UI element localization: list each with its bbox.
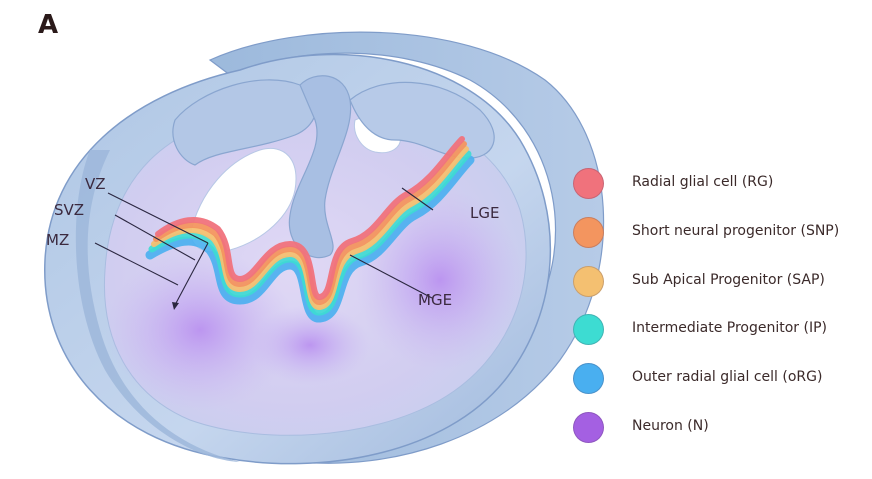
label-mge: MGE [418, 291, 452, 309]
label-lge: LGE [470, 204, 499, 222]
legend-dot-rg [573, 168, 604, 199]
legend-label-neuron: Neuron (N) [632, 418, 709, 434]
legend-dot-neuron [573, 412, 604, 443]
legend-dot-sap [573, 266, 604, 297]
label-svz: SVZ [54, 201, 84, 219]
legend-dot-ip [573, 314, 604, 345]
legend-label-sap: Sub Apical Progenitor (SAP) [632, 272, 825, 288]
legend-item-rg: Radial glial cell (RG) [573, 168, 863, 217]
legend-label-org: Outer radial glial cell (oRG) [632, 369, 822, 385]
legend-label-ip: Intermediate Progenitor (IP) [632, 320, 827, 336]
label-mz: MZ [46, 231, 69, 249]
legend-item-neuron: Neuron (N) [573, 412, 863, 461]
legend-dot-org [573, 363, 604, 394]
legend-item-ip: Intermediate Progenitor (IP) [573, 314, 863, 363]
legend: Radial glial cell (RG) Short neural prog… [573, 168, 863, 461]
legend-label-snp: Short neural progenitor (SNP) [632, 223, 839, 239]
legend-label-rg: Radial glial cell (RG) [632, 174, 773, 190]
legend-dot-snp [573, 217, 604, 248]
legend-item-snp: Short neural progenitor (SNP) [573, 217, 863, 266]
label-vz: VZ [85, 175, 106, 193]
legend-item-sap: Sub Apical Progenitor (SAP) [573, 266, 863, 315]
legend-item-org: Outer radial glial cell (oRG) [573, 363, 863, 412]
